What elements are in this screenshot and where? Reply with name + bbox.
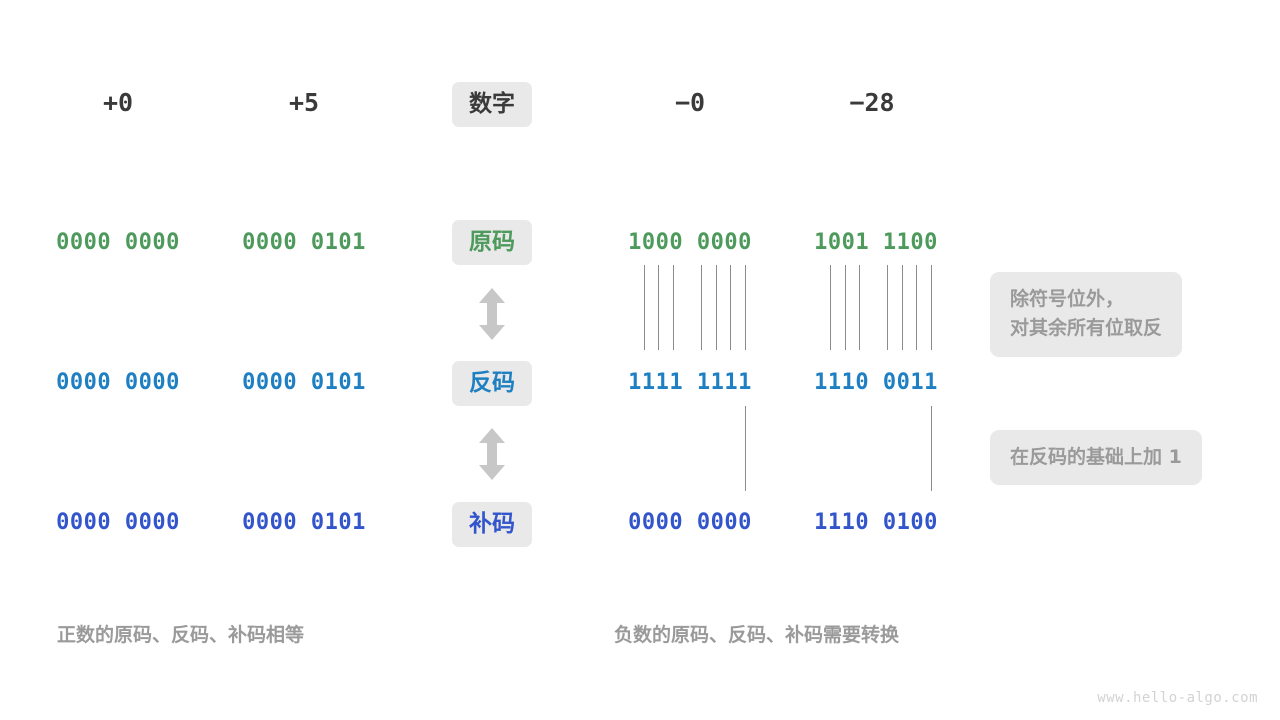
row-sign-magnitude-positive-five: 0000 0101 xyxy=(242,230,366,255)
row-twos-complement-negative-zero: 0000 0000 xyxy=(628,510,752,535)
connector-tick xyxy=(859,265,860,350)
watermark: www.hello-algo.com xyxy=(1097,690,1258,706)
row-twos-complement-negative-twentyeight: 1110 0100 xyxy=(814,510,938,535)
row-sign-magnitude-negative-twentyeight: 1001 1100 xyxy=(814,230,938,255)
connector-tick xyxy=(845,265,846,350)
header-number-minus-twentyeight: −28 xyxy=(849,88,895,117)
header-number-plus-zero: +0 xyxy=(102,88,134,117)
note-add-one-line-1: 在反码的基础上加 1 xyxy=(1010,446,1182,468)
row-badge-twos-complement: 补码 xyxy=(452,502,532,548)
note-invert-bits-line-1: 除符号位外， xyxy=(1010,288,1125,310)
connector-tick xyxy=(730,265,731,350)
connector-tick xyxy=(931,406,932,491)
row-twos-complement-positive-five: 0000 0101 xyxy=(242,510,366,535)
note-invert-bits: 除符号位外， 对其余所有位取反 xyxy=(990,272,1183,357)
double-arrow-icon-ones-to-twos xyxy=(479,428,505,480)
header-badge-number: 数字 xyxy=(452,82,532,128)
connector-tick xyxy=(902,265,903,350)
row-ones-complement-positive-zero: 0000 0000 xyxy=(56,370,180,395)
row-ones-complement-positive-five: 0000 0101 xyxy=(242,370,366,395)
row-twos-complement-positive-zero: 0000 0000 xyxy=(56,510,180,535)
header-number-plus-five: +5 xyxy=(288,88,320,117)
row-sign-magnitude-positive-zero: 0000 0000 xyxy=(56,230,180,255)
double-arrow-icon-sign-to-ones xyxy=(479,288,505,340)
row-badge-ones-complement: 反码 xyxy=(452,361,532,407)
connector-tick xyxy=(745,406,746,491)
connector-tick xyxy=(716,265,717,350)
caption-negative: 负数的原码、反码、补码需要转换 xyxy=(614,624,900,646)
connector-tick xyxy=(701,265,702,350)
caption-positive: 正数的原码、反码、补码相等 xyxy=(57,624,305,646)
note-add-one: 在反码的基础上加 1 xyxy=(990,430,1202,486)
connector-tick xyxy=(673,265,674,350)
connector-tick xyxy=(830,265,831,350)
header-number-minus-zero: −0 xyxy=(674,88,706,117)
connector-tick xyxy=(644,265,645,350)
connector-tick xyxy=(931,265,932,350)
row-ones-complement-negative-zero: 1111 1111 xyxy=(628,370,752,395)
connector-tick xyxy=(745,265,746,350)
connector-tick xyxy=(916,265,917,350)
row-badge-sign-magnitude: 原码 xyxy=(452,220,532,266)
connector-tick xyxy=(887,265,888,350)
row-ones-complement-negative-twentyeight: 1110 0011 xyxy=(814,370,938,395)
connector-tick xyxy=(658,265,659,350)
note-invert-bits-line-2: 对其余所有位取反 xyxy=(1010,317,1163,340)
row-sign-magnitude-negative-zero: 1000 0000 xyxy=(628,230,752,255)
